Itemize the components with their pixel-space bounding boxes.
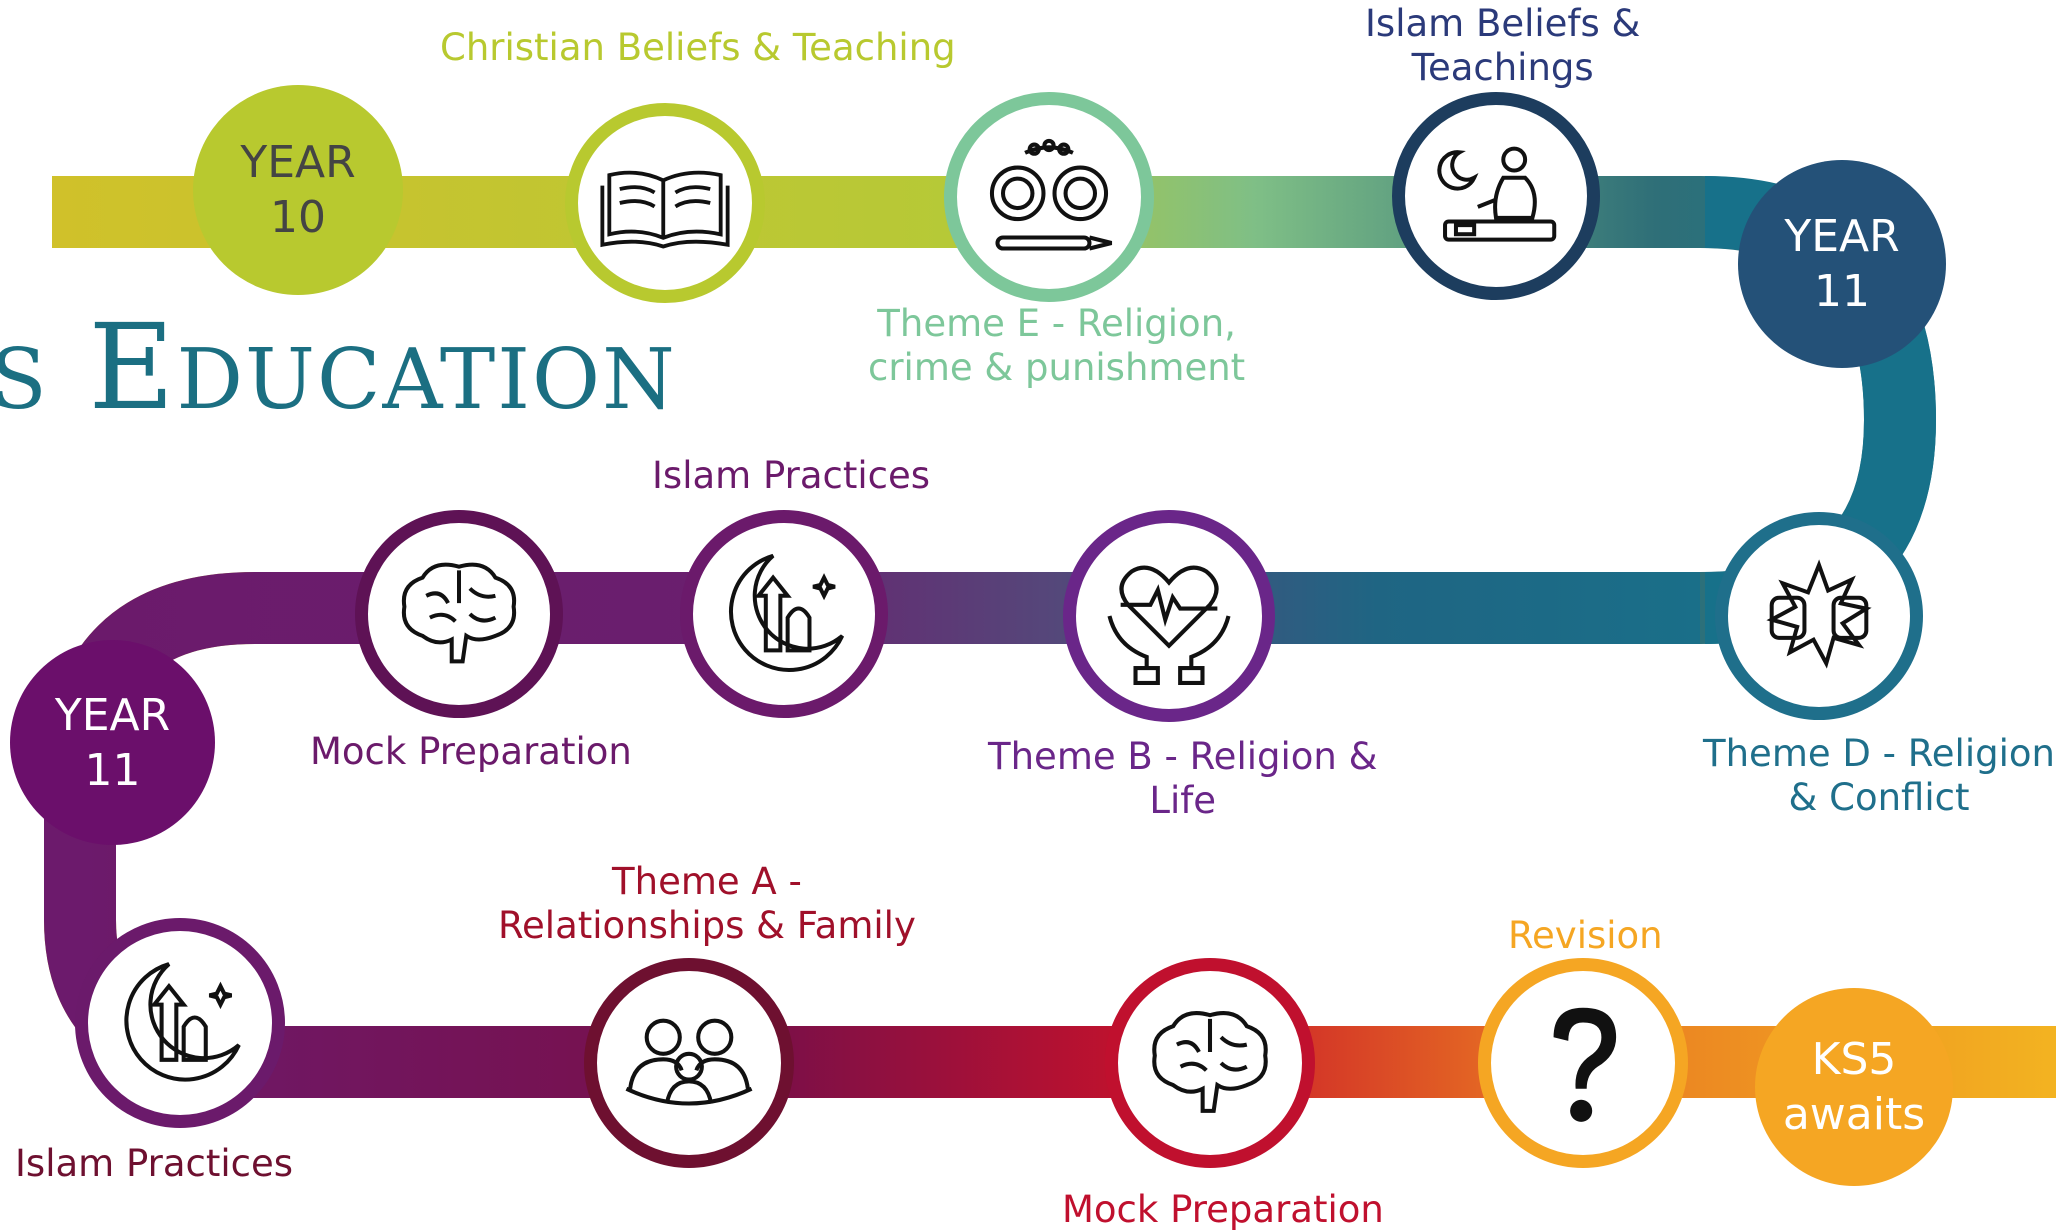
mock-mid-node [355,510,563,718]
label-christian-beliefs: Christian Beliefs & Teaching [440,26,956,70]
question-mark-icon [1553,1007,1617,1122]
milestone-ks5: KS5 awaits [1755,988,1953,1186]
label-islam-beliefs: Islam Beliefs & Teachings [1365,2,1640,89]
milestone-year-11-left: YEAR 11 [10,640,215,845]
brain-icon [401,562,517,664]
praying-node [1392,92,1600,300]
label-line: Theme B - Religion & [988,735,1378,778]
label-mock-low: Mock Preparation [1062,1188,1384,1232]
milestone-line: 11 [1814,266,1870,317]
label-line: Theme E - Religion, [877,302,1236,345]
mock-low-node [1105,958,1315,1168]
brain-icon [1152,1011,1268,1113]
label-line: Theme A - [612,860,802,903]
milestone-line: awaits [1782,1089,1926,1140]
page-title: s Education [0,298,677,436]
label-line: Mock Preparation [310,730,632,773]
label-line: Islam Beliefs & [1365,2,1641,45]
milestone-year-11-top: YEAR 11 [1738,160,1946,368]
revision-node [1478,958,1688,1168]
milestone-line: YEAR [1784,211,1900,262]
heart-hands-icon [1107,565,1231,686]
conflict-node [1715,512,1923,720]
milestone-year-10: YEAR 10 [193,85,403,295]
label-line: & Conflict [1788,775,1970,819]
label-line: Islam Practices [652,454,931,497]
label-line: Revision [1508,914,1663,957]
milestone-line: KS5 [1811,1034,1897,1085]
islam-low-node [75,918,285,1128]
praying-man-icon [1437,146,1557,242]
family-node [584,958,794,1168]
family-icon [625,1018,753,1106]
label-line: Mock Preparation [1062,1188,1384,1231]
label-islam-practices-mid: Islam Practices [652,454,930,498]
label-theme-a: Theme A - Relationships & Family [498,860,916,947]
label-theme-b: Theme B - Religion & Life [988,735,1377,822]
label-line: crime & punishment [868,345,1246,389]
label-line: Teachings [1411,45,1594,89]
fist-clash-icon [1766,559,1872,669]
mosque-crescent-icon [124,962,241,1082]
label-line: Christian Beliefs & Teaching [440,26,956,69]
life-node [1063,510,1275,722]
label-line: Relationships & Family [498,903,916,947]
label-theme-e: Theme E - Religion, crime & punishment [868,302,1245,389]
book-node [565,103,765,303]
label-revision: Revision [1508,914,1663,958]
label-line: Life [1149,778,1217,822]
mosque-crescent-icon [728,553,845,672]
islam-mid-node [680,510,888,718]
handcuffs-pen-icon [989,138,1113,251]
label-line: Theme D - Religion [1703,732,2055,775]
label-line: Islam Practices [15,1142,294,1185]
milestone-line: 11 [84,744,141,796]
milestone-line: YEAR [54,689,171,741]
label-theme-d: Theme D - Religion & Conflict [1703,732,2055,819]
label-mock-mid: Mock Preparation [310,730,632,774]
crime-node [944,92,1154,302]
milestone-line: YEAR [240,137,356,188]
milestone-line: 10 [270,192,326,243]
book-icon [600,170,730,249]
label-islam-practices-low: Islam Practices [15,1142,293,1186]
